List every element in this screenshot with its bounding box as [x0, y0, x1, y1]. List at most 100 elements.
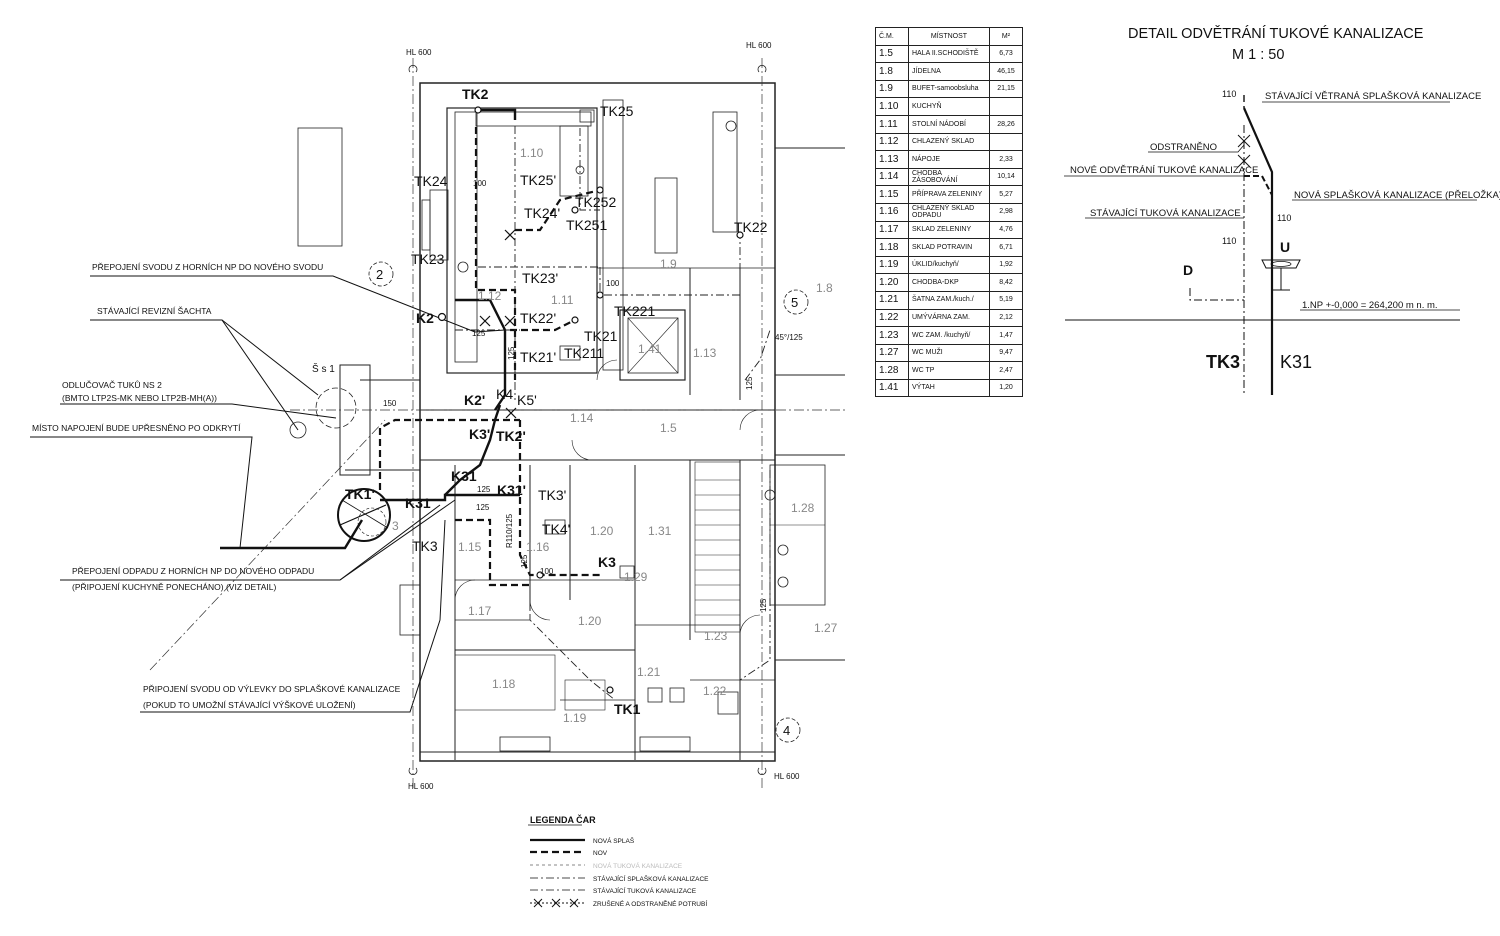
room-number-cell: 1.18 [875, 238, 909, 257]
room-1-9: 1.9 [660, 257, 677, 271]
grid-axes [149, 58, 845, 790]
tag-tk1: TK1 [614, 701, 641, 717]
room-area-cell: 10,14 [989, 167, 1023, 187]
detail-dn-110-mid: 110 [1277, 213, 1291, 223]
tag-tk252: TK252 [575, 194, 616, 210]
dim-125-f: 125 [759, 598, 768, 612]
legend-item-existing-grease: STÁVAJÍCÍ TUKOVÁ KANALIZACE [593, 886, 697, 895]
tag-tk25: TK25 [600, 103, 634, 119]
annotations: PŘEPOJENÍ SVODU Z HORNÍCH NP DO NOVÉHO S… [32, 262, 401, 710]
room-area-cell: 28,26 [989, 114, 1023, 134]
legend-item-new-grease-faded: NOVÁ TUKOVÁ KANALIZACE [593, 861, 683, 870]
room-1-15: 1.15 [458, 540, 482, 554]
axis-5-label: 5 [791, 295, 798, 310]
room-name-cell: CHLAZENÝ SKLAD ODPADU [908, 202, 990, 222]
room-number-cell: 1.10 [875, 97, 909, 116]
room-area-cell: 6,71 [989, 238, 1023, 257]
grid-hl-bottom-right: HL 600 [774, 772, 800, 781]
detail-existing-vent: STÁVAJÍCÍ VĚTRANÁ SPLAŠKOVÁ KANALIZACE [1265, 91, 1481, 102]
room-1-16: 1.16 [526, 540, 550, 554]
room-1-11: 1.11 [551, 293, 574, 307]
room-area-cell: 8,42 [989, 273, 1023, 292]
room-name-cell: SKLAD POTRAVIN [908, 238, 990, 257]
tag-k31: K31 [405, 495, 431, 511]
axis-2-bubble [368, 261, 394, 287]
tag-tk2p: TK2' [496, 428, 526, 444]
tag-tk24: TK24 [414, 173, 448, 189]
room-number-cell: 1.19 [875, 255, 909, 275]
axis-5-bubble [783, 289, 809, 315]
room-1-21: 1.21 [637, 665, 661, 679]
detail-d: D [1183, 262, 1193, 278]
note-reconnect-waste: PŘEPOJENÍ ODPADU Z HORNÍCH NP DO NOVÉHO … [72, 566, 314, 576]
tag-k31-upper: K31 [451, 468, 477, 484]
room-1-41: 1.41 [638, 342, 662, 356]
detail-k31: K31 [1280, 352, 1312, 372]
dim-100-b: 100 [606, 279, 620, 288]
room-name-cell: SKLAD ZELENINY [908, 220, 990, 240]
room-table-header-room: MÍSTNOST [908, 27, 990, 46]
room-name-cell: CHLAZENÝ SKLAD [908, 132, 990, 152]
room-area-cell: 46,15 [989, 62, 1023, 81]
room-1-20-b: 1.20 [578, 614, 602, 628]
detail-removed: ODSTRANĚNO [1150, 142, 1217, 153]
room-name-cell: NÁPOJE [908, 150, 990, 169]
room-area-cell: 5,19 [989, 290, 1023, 310]
room-area-cell: 2,98 [989, 202, 1023, 222]
tag-tk251: TK251 [566, 217, 607, 233]
detail-floor-level: 1.NP +-0,000 = 264,200 m n. m. [1302, 300, 1438, 311]
room-number-cell: 1.5 [875, 44, 909, 64]
tag-tk22p: TK22' [520, 310, 556, 326]
room-name-cell: WC ZAM. /kuchyň/ [908, 326, 990, 345]
detail-tk3: TK3 [1206, 352, 1240, 372]
room-number-cell: 1.22 [875, 308, 909, 328]
room-1-18: 1.18 [492, 677, 516, 691]
tag-tk4p: TK4' [542, 521, 570, 537]
tag-tk25p: TK25' [520, 172, 556, 188]
room-name-cell: JÍDELNA [908, 62, 990, 81]
existing-lines [455, 126, 771, 730]
axis-2-label: 2 [376, 267, 383, 282]
note-connection-point: MÍSTO NAPOJENÍ BUDE UPŘESNĚNO PO ODKRYTÍ [32, 423, 241, 433]
room-1-31: 1.31 [648, 524, 672, 538]
room-number-cell: 1.23 [875, 326, 909, 345]
room-1-8: 1.8 [816, 281, 833, 295]
room-number-cell: 1.15 [875, 185, 909, 204]
room-area-cell: 6,73 [989, 44, 1023, 64]
tag-k2p: K2' [464, 392, 485, 408]
detail-scale: M 1 : 50 [1232, 47, 1284, 63]
dim-125-a: 125 [472, 329, 486, 338]
room-1-12: 1.12 [478, 289, 502, 303]
dim-45: 45°/125 [775, 333, 803, 342]
room-name-cell: CHODBA-DKP [908, 273, 990, 292]
note-grease-separator: ODLUČOVAČ TUKŮ NS 2 [62, 379, 162, 390]
tag-tk1p: TK1' [345, 486, 375, 502]
tag-tk3p: TK3' [538, 487, 566, 503]
room-name-cell: UMÝVÁRNA ZAM. [908, 308, 990, 328]
room-area-cell: 1,92 [989, 255, 1023, 275]
tag-tk23: TK23 [411, 251, 445, 267]
room-1-28: 1.28 [791, 501, 815, 515]
room-1-27: 1.27 [814, 621, 838, 635]
revision-shaft [315, 387, 357, 429]
legend-item-removed: ZRUŠENÉ A ODSTRANĚNÉ POTRUBÍ [593, 899, 707, 908]
room-name-cell: ŠATNA ZAM./kuch./ [908, 290, 990, 310]
dim-100-c: 100 [540, 567, 554, 576]
tag-k2: K2 [416, 310, 434, 326]
room-1-22: 1.22 [703, 684, 727, 698]
elevator-shaft [619, 309, 686, 381]
tag-tk221: TK221 [614, 303, 655, 319]
grid-hl-bottom-left: HL 600 [408, 782, 434, 791]
room-number-cell: 1.13 [875, 150, 909, 169]
detail-new-vent: NOVÉ ODVĚTRÁNÍ TUKOVÉ KANALIZACE [1070, 165, 1258, 176]
dim-125-c: 125 [476, 503, 490, 512]
